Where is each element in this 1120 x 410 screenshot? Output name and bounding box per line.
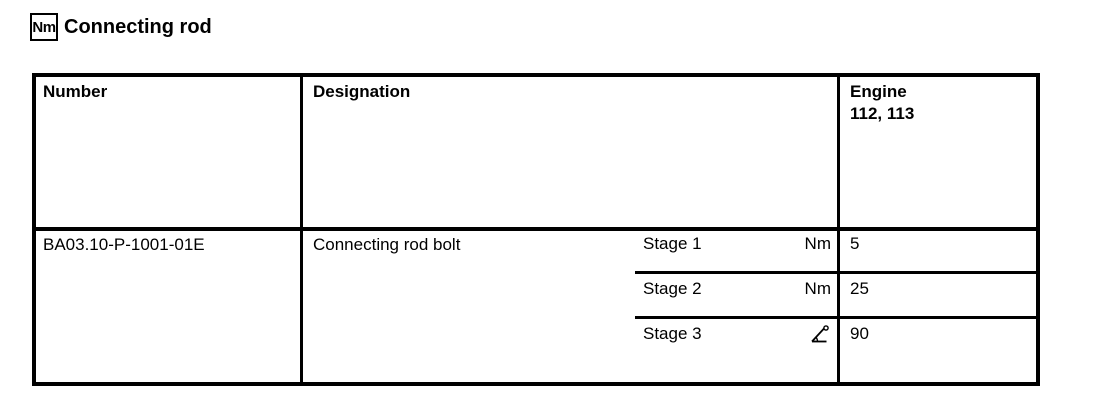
stage-label: Stage 3	[643, 324, 702, 343]
stage-label: Stage 1	[643, 234, 702, 253]
torque-spec-table: Number Designation Engine 112, 113 BA03.…	[32, 73, 1040, 386]
cell-designation: Connecting rod bolt	[313, 235, 461, 254]
stage-row: Stage 2 Nm	[643, 278, 831, 299]
column-header-number: Number	[43, 82, 108, 101]
stage-label: Stage 2	[643, 279, 702, 298]
engine-header-label: Engine	[850, 82, 907, 101]
column-header-engine: Engine 112, 113	[850, 81, 914, 125]
engine-torque-value: 25	[850, 279, 869, 298]
header-row-divider	[36, 227, 1036, 231]
angle-degrees-icon	[810, 324, 831, 344]
cell-document-number: BA03.10-P-1001-01E	[43, 235, 205, 254]
stage-row: Stage 1 Nm	[643, 233, 831, 254]
nm-torque-icon: Nm	[30, 13, 58, 41]
stage-row-divider-2	[635, 316, 1036, 319]
page-title: Connecting rod	[64, 16, 212, 38]
stage-row-divider-1	[635, 271, 1036, 274]
engine-torque-value: 5	[850, 234, 860, 253]
column-header-designation: Designation	[313, 82, 411, 101]
stage-unit: Nm	[804, 279, 831, 298]
engine-header-models: 112, 113	[850, 104, 915, 123]
engine-torque-value: 90	[850, 324, 869, 343]
document-title-row: Nm Connecting rod	[30, 13, 212, 41]
stage-row: Stage 3	[643, 323, 831, 344]
stage-unit: Nm	[804, 234, 831, 253]
